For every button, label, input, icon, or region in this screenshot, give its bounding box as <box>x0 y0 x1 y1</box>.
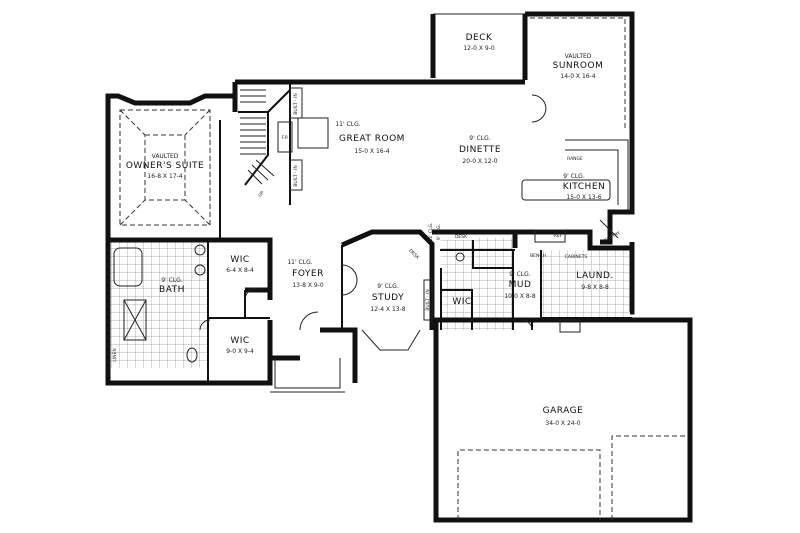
built-in-label-3: BUILT - IN <box>425 289 431 311</box>
wic2-name: WIC <box>230 336 249 346</box>
sunroom-note: VAULTED <box>565 53 592 60</box>
foyer-name: FOYER <box>292 269 324 279</box>
vaulted-ceiling-lines <box>119 17 626 226</box>
interior-walls <box>207 82 632 383</box>
mud-note: 9' CLG. <box>509 271 531 278</box>
built-in-label-2: BUILT - IN <box>293 165 299 187</box>
owners-suite-size: 16-8 X 17-4 <box>147 173 182 180</box>
study-size: 12-4 X 13-8 <box>370 306 405 313</box>
wic1-size: 6-4 X 8-4 <box>226 267 254 274</box>
dinette-size: 20-0 X 12-0 <box>462 158 497 165</box>
foyer-size: 13-8 X 9-0 <box>292 282 324 289</box>
mud-size: 10-0 X 8-8 <box>504 293 536 300</box>
wic1-name: WIC <box>230 255 249 265</box>
clg-label-9: 9' CLG. <box>436 224 442 240</box>
doors-and-fixtures <box>113 87 581 393</box>
owners-suite-name: OWNER'S SUITE <box>126 161 204 171</box>
kitchen-name: KITCHEN <box>563 182 606 192</box>
exterior-walls <box>105 11 693 523</box>
garage-name: GARAGE <box>543 406 584 416</box>
deck-name: DECK <box>466 33 493 43</box>
great-room-name: GREAT ROOM <box>339 134 405 144</box>
deck-size: 12-0 X 9-0 <box>463 45 495 52</box>
clg-label-11: 11' CLG. <box>428 223 434 242</box>
linen-label: LINEN <box>112 348 118 361</box>
desk-label-study: DESK <box>407 248 421 262</box>
cabinets-label: CABINETS <box>565 254 588 260</box>
study-name: STUDY <box>372 293 404 303</box>
foyer-note: 11' CLG. <box>287 259 312 266</box>
garage-doors <box>457 435 688 520</box>
great-room-note: 11' CLG. <box>335 121 360 128</box>
desk-label-dinette: DESK <box>455 234 468 240</box>
kitchen-size: 15-0 X 13-6 <box>566 194 601 201</box>
sunroom-size: 14-0 X 16-4 <box>560 73 595 80</box>
bench-label: BENCH <box>530 253 546 259</box>
sunroom-name: SUNROOM <box>553 61 604 71</box>
built-in-label-1: BUILT - IN <box>293 93 299 115</box>
kitchen-note: 9' CLG. <box>563 173 585 180</box>
stair-up-label: UP <box>257 190 266 199</box>
owners-suite-note: VAULTED <box>152 153 179 160</box>
mud-name: MUD <box>509 280 532 290</box>
laundry-name: LAUND. <box>576 271 614 281</box>
tile-flooring <box>108 238 631 368</box>
study-note: 9' CLG. <box>377 283 399 290</box>
dinette-name: DINETTE <box>459 145 501 155</box>
wic3-name: WIC <box>452 297 471 307</box>
bath-note: 9' CLG. <box>161 277 183 284</box>
wic2-size: 9-0 X 9-4 <box>226 348 254 355</box>
range-label: RANGE <box>567 156 583 162</box>
fireplace-label: F.P. <box>282 135 289 141</box>
fixture-labels: BUILT - IN BUILT - IN BUILT - IN F.P. RA… <box>112 93 622 361</box>
laundry-size: 9-8 X 8-8 <box>581 284 609 291</box>
bath-name: BATH <box>159 285 185 295</box>
dinette-note: 9' CLG. <box>469 135 491 142</box>
ref-label: REF <box>554 233 563 239</box>
garage-size: 34-0 X 24-0 <box>545 420 580 427</box>
room-labels: DECK 12-0 X 9-0 VAULTED SUNROOM 14-0 X 1… <box>126 33 614 427</box>
great-room-size: 15-0 X 16-4 <box>354 148 389 155</box>
